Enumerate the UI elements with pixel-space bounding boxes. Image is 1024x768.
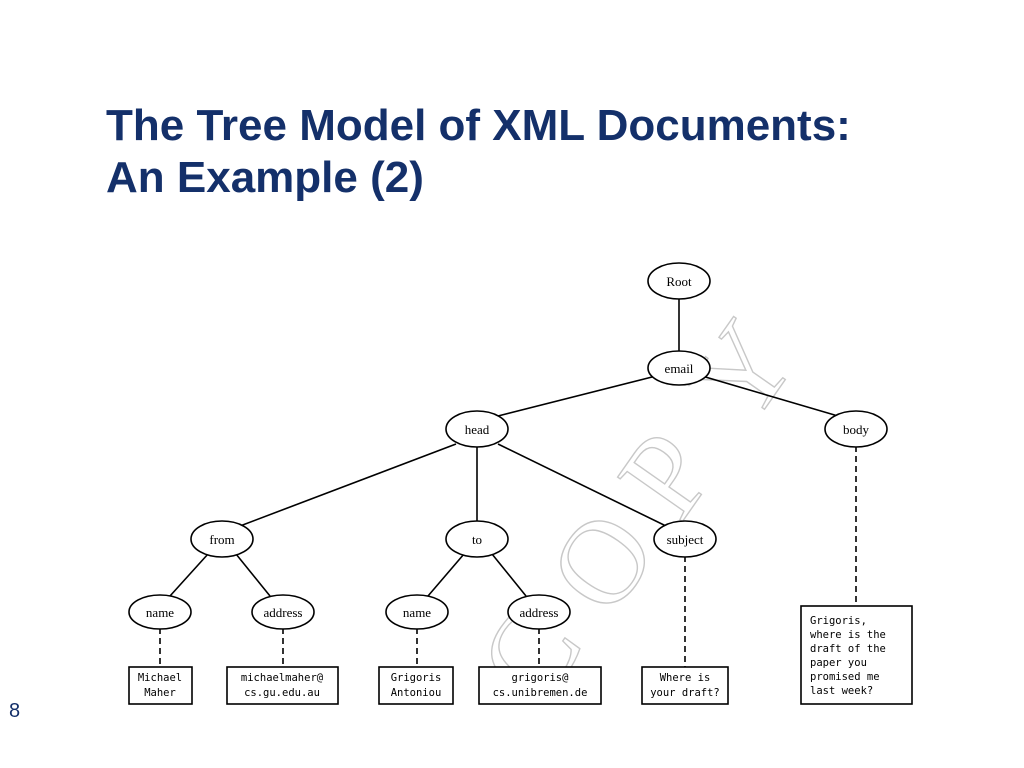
node-root-label: Root <box>666 274 692 289</box>
node-from-address-label: address <box>264 605 303 620</box>
node-to-name: name <box>385 594 449 630</box>
node-to-label: to <box>472 532 482 547</box>
leaf-to-address-line-2: cs.unibremen.de <box>493 687 588 699</box>
slide-title: The Tree Model of XML Documents: An Exam… <box>106 100 851 204</box>
leaf-from-address: michaelmaher@ cs.gu.edu.au <box>226 666 339 705</box>
leaf-to-address-line-1: grigoris@ <box>512 672 570 684</box>
leaf-from-name-line-1: Michael <box>138 672 182 684</box>
node-to-address-label: address <box>520 605 559 620</box>
node-from-label: from <box>209 532 234 547</box>
node-email-label: email <box>665 361 694 376</box>
tree-text-edges <box>159 446 857 667</box>
edge-email-head <box>497 375 657 417</box>
node-from-name-label: name <box>146 605 174 620</box>
page-number: 8 <box>9 700 21 722</box>
leaf-body-line-6: last week? <box>810 685 873 697</box>
tree-edges <box>169 298 839 597</box>
title-line-2: An Example (2) <box>106 153 424 202</box>
edge-from-address <box>235 553 271 597</box>
leaf-to-name-line-2: Antoniou <box>391 687 442 699</box>
node-head: head <box>445 410 509 448</box>
title-line-1: The Tree Model of XML Documents: <box>106 101 851 150</box>
node-body: body <box>824 410 888 448</box>
edge-head-subject <box>497 443 667 527</box>
edge-email-body <box>701 375 839 417</box>
leaf-body-line-4: paper you <box>810 657 867 669</box>
node-email: email <box>647 350 711 386</box>
node-body-label: body <box>843 422 870 437</box>
leaf-to-name: Grigoris Antoniou <box>378 666 454 705</box>
leaf-from-name: Michael Maher <box>128 666 193 705</box>
node-root: Root <box>647 262 711 300</box>
leaf-from-address-line-1: michaelmaher@ <box>241 672 324 684</box>
leaf-subject-line-1: Where is <box>660 672 711 684</box>
node-subject-label: subject <box>667 532 704 547</box>
node-head-label: head <box>465 422 490 437</box>
node-to: to <box>445 520 509 558</box>
leaf-body-line-5: promised me <box>810 671 880 683</box>
node-from: from <box>190 520 254 558</box>
node-to-address: address <box>507 594 571 630</box>
node-from-address: address <box>251 594 315 630</box>
leaf-subject: Where is your draft? <box>641 666 729 705</box>
leaf-body: Grigoris, where is the draft of the pape… <box>800 605 913 705</box>
leaf-to-address: grigoris@ cs.unibremen.de <box>478 666 602 705</box>
edge-to-name <box>427 553 465 597</box>
leaf-from-name-line-2: Maher <box>144 687 176 699</box>
leaf-body-line-2: where is the <box>810 629 886 641</box>
leaf-body-line-3: draft of the <box>810 643 886 655</box>
leaf-body-line-1: Grigoris, <box>810 615 867 627</box>
node-subject: subject <box>653 520 717 558</box>
edge-head-from <box>239 443 457 527</box>
leaf-from-address-line-2: cs.gu.edu.au <box>244 687 320 699</box>
edge-to-address <box>491 553 527 597</box>
node-from-name: name <box>128 594 192 630</box>
leaf-subject-line-2: your draft? <box>650 687 720 699</box>
edge-from-name <box>169 553 209 597</box>
node-to-name-label: name <box>403 605 431 620</box>
leaf-to-name-line-1: Grigoris <box>391 672 442 684</box>
